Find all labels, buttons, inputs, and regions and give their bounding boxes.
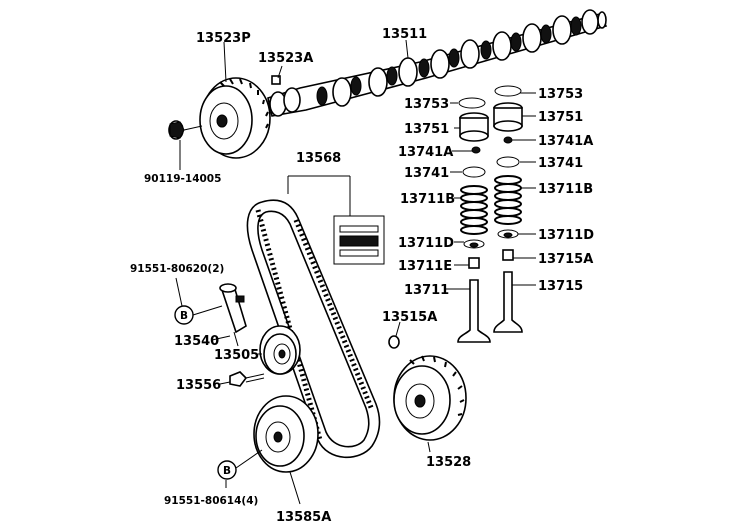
- camshaft-timing-pulley: [199, 77, 271, 159]
- crankshaft-timing-pulley: [253, 395, 319, 473]
- part-label-13511: 13511: [382, 27, 427, 42]
- pulley-bolt: [168, 120, 203, 140]
- reference-marker-b-lower: B: [217, 449, 263, 480]
- part-label-13715: 13715: [538, 279, 583, 294]
- part-label-91551-80620: 91551-80620(2): [130, 263, 224, 275]
- idler-bolt: [229, 371, 265, 387]
- part-label-13741-right: 13741: [538, 156, 583, 171]
- part-label-13523a: 13523A: [258, 51, 313, 66]
- part-label-13753-left: 13753: [404, 97, 449, 112]
- valve-train-right: [493, 85, 523, 333]
- camshaft: [267, 9, 608, 117]
- idler-pulley: [259, 325, 301, 375]
- pulley-key-13523a: [271, 75, 281, 85]
- part-label-13741-left: 13741: [404, 166, 449, 181]
- part-label-13540: 13540: [174, 334, 219, 349]
- marker-b-text: B: [223, 465, 231, 477]
- marker-b-text: B: [180, 310, 188, 322]
- part-label-13711d-left: 13711D: [398, 236, 454, 251]
- part-label-13751-right: 13751: [538, 110, 583, 125]
- part-label-13585a: 13585A: [276, 510, 331, 525]
- tensioner: [219, 283, 247, 347]
- part-label-13715a: 13715A: [538, 252, 593, 267]
- part-label-13711b-left: 13711B: [400, 192, 455, 207]
- part-label-13505: 13505: [214, 348, 259, 363]
- part-label-13523p: 13523P: [196, 31, 251, 46]
- part-label-13711: 13711: [404, 283, 449, 298]
- part-label-13711d-right: 13711D: [538, 228, 594, 243]
- part-label-13741a-left: 13741A: [398, 145, 453, 160]
- part-label-13753-right: 13753: [538, 87, 583, 102]
- timing-belt: [246, 199, 381, 459]
- valve-train-left: [457, 97, 491, 343]
- pulley-13528: [393, 355, 467, 441]
- part-label-13556: 13556: [176, 378, 221, 393]
- part-label-13515a: 13515A: [382, 310, 437, 325]
- part-label-90119-14005: 90119-14005: [144, 173, 221, 185]
- small-washer-13515a: [388, 335, 400, 349]
- part-label-91551-80614: 91551-80614(4): [164, 495, 258, 507]
- part-label-13528: 13528: [426, 455, 471, 470]
- belt-cross-section-inset: [333, 215, 385, 265]
- part-label-13711e: 13711E: [398, 259, 452, 274]
- part-label-13751-left: 13751: [404, 122, 449, 137]
- leader-lines: [175, 39, 536, 505]
- part-label-13568: 13568: [296, 151, 341, 166]
- part-label-13711b-right: 13711B: [538, 182, 593, 197]
- reference-marker-b-upper: B: [174, 305, 223, 325]
- part-label-13741a-right: 13741A: [538, 134, 593, 149]
